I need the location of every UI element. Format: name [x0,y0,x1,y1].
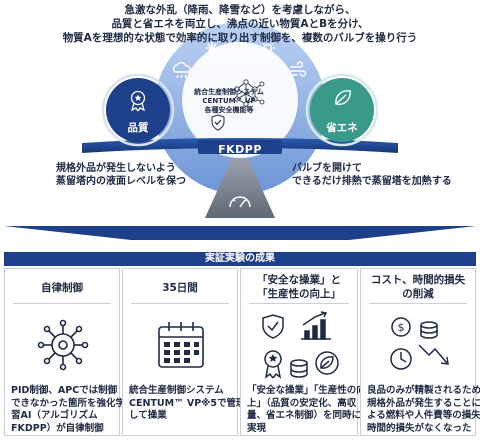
card-title: 「安全な操業」と 「生産性の向上」 [241,273,357,301]
svg-text:$: $ [398,321,405,334]
quality-description-line-2: 蒸留塔内の液面レベルを保つ [56,176,186,187]
card-body-line-4: FKDPP）が自律制御 [11,422,104,434]
card-body-line-4: 時間的損失がなくなった [367,422,472,434]
card-body-line-2: 上」（品質の安定化、高収 [247,397,357,409]
snow-icon [206,42,218,54]
card-body-line-2: 規格外品が発生することに [367,397,480,409]
rain-cloud-icon [172,61,191,79]
hero-diagram [4,22,476,240]
card-body-line-3: して操業 [129,410,167,421]
card-title-line-1: 「安全な操業」と [257,274,341,286]
energy-saving-description: バルブを開けて できるだけ排熱で蒸留塔を加熱する [292,162,452,188]
card-body-line-1: 統合生産制御システム [129,385,224,396]
center-line-2: CENTUM™ VP [202,97,256,105]
center-line-1: 統合生産制御システム [194,88,264,96]
header-line-3: 物質Aを理想的な状態で効率的に取り出す制御を、複数のバルブを操り行う [62,32,418,44]
card-body: PID制御、APCでは制御 できなかった箇所を強化学 習AI（アルゴリズム FK… [11,385,126,435]
card-title-line-1: コスト、時間的損失 [370,274,466,286]
energy-saving-description-line-1: バルブを開けて [292,163,362,174]
card-divider [13,303,111,304]
card-divider [369,303,467,304]
header-line-1: 急激な外乱（降雨、降雪など）を考慮しながら、 [124,4,356,16]
medal-icon [130,90,146,112]
center-system-label: 統合生産制御システム CENTUM™ VP 各種安全機能等 [174,88,284,115]
center-line-3: 各種安全機能等 [204,106,254,114]
ai-brain-icon [37,319,89,371]
flow-arrow [4,226,476,240]
card-body: 「安全な操業」「生産性の向 上」（品質の安定化、高収 量、省エネ制御）を同時に … [247,385,366,435]
wind-icon [290,61,307,77]
beam-label: FKDPP [218,143,262,156]
growth-chart-icon [301,311,331,340]
card-body-line-3: 習AI（アルゴリズム [11,410,98,421]
card-body-line-1: 「安全な操業」「生産性の向 [247,385,366,396]
result-card-autonomous: 自律制御 PID制御、APCでは制御 できなかった箇所を強化学 習AI（アルゴリ… [4,268,126,436]
shield-check-icon [211,114,225,131]
shield-check-icon [262,314,284,339]
safety-productivity-icons [262,311,339,379]
card-body-line-1: 良品のみが精製されるため、 [367,385,480,396]
card-body-line-3: 量、省エネ制御）を同時に [247,410,362,421]
card-divider [131,303,229,304]
medal-icon [264,350,282,379]
quality-description-line-1: 規格外品が発生しないよう [56,163,176,174]
header-text: 急激な外乱（降雨、降雪など）を考慮しながら、 品質と省エネを両立し、沸点の近い物… [0,3,480,45]
quality-description: 規格外品が発生しないよう 蒸留塔内の液面レベルを保つ [56,162,186,188]
calendar-icon [158,322,204,368]
card-title: 35日間 [123,281,237,295]
card-body-line-2: CENTUM™ VP※5で管理 [129,397,246,409]
card-body-line-1: PID制御、APCでは制御 [11,385,118,396]
card-title-line-2: 「生産性の向上」 [257,288,341,300]
neural-network-icon [234,79,265,107]
quality-label: 品質 [127,122,149,134]
card-title-line-1: 35日間 [162,282,198,294]
leaf-icon [335,90,351,106]
card-title: 自律制御 [5,281,119,295]
header-line-2: 品質と省エネを両立し、沸点の近い物質AとBを分け、 [111,18,369,30]
card-body: 統合生産制御システム CENTUM™ VP※5で管理 して操業 [129,385,246,423]
results-banner: 実証実験の成果 [4,252,476,266]
result-card-35-days: 35日間 統合生産制御システム CENTUM™ VP※5で管理 して操業 [122,268,246,436]
sun-icon [261,41,275,55]
energy-saving-circle [310,78,374,142]
energy-saving-label: 省エネ [326,122,358,134]
card-body-line-2: できなかった箇所を強化学 [11,397,126,409]
scale-fulcrum [205,158,275,218]
leaf-icon [315,351,339,375]
card-body: 良品のみが精製されるため、 規格外品が発生することに よる燃料や人件費等の損失、… [367,385,480,435]
gauge-icon [229,196,251,208]
cost-reduction-icon: $ [390,317,449,370]
card-body-line-4: 実現 [247,422,267,434]
coins-icon [290,359,308,378]
result-card-cost-reduction: コスト、時間的損失 の削減 $ 良品のみが精製されるため、 規格外品が発生するこ… [360,268,480,436]
card-title-line-1: 自律制御 [41,282,83,294]
card-body-line-3: よる燃料や人件費等の損失、 [367,410,480,421]
card-title: コスト、時間的損失 の削減 [361,273,475,301]
card-divider [249,303,349,304]
energy-saving-description-line-2: できるだけ排熱で蒸留塔を加熱する [292,176,452,187]
card-title-line-2: の削減 [402,288,434,300]
result-card-safety-productivity: 「安全な操業」と 「生産性の向上」 [240,268,366,436]
